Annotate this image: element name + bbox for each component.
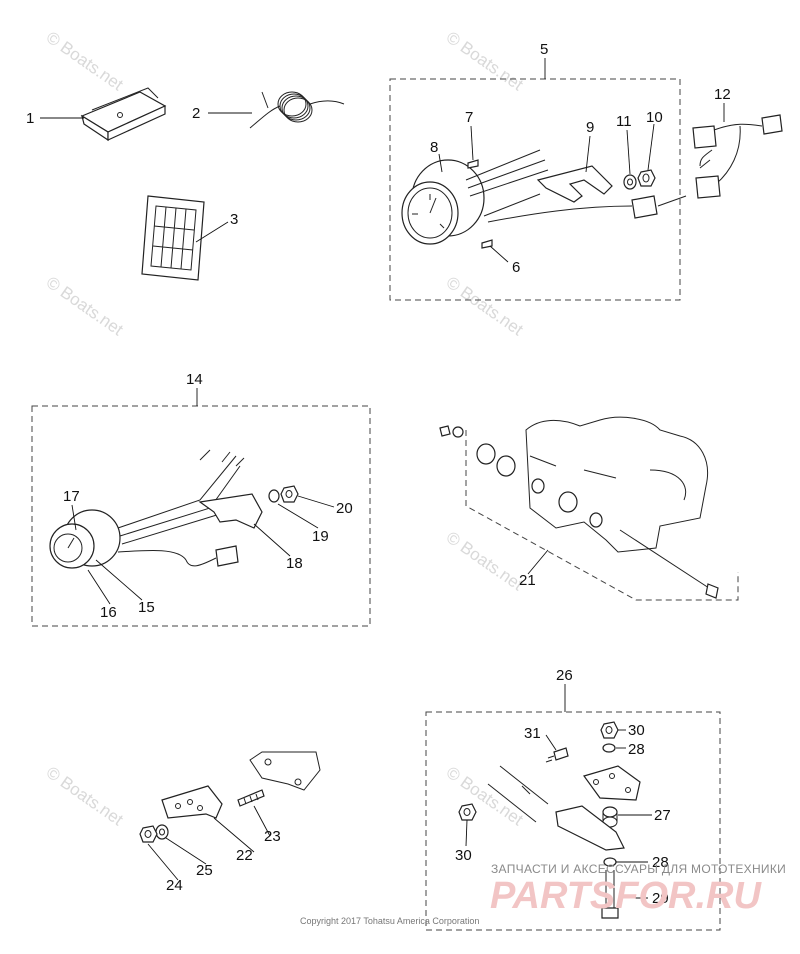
part-9-bracket[interactable] [536,165,613,203]
part-28-washer[interactable] [602,743,616,753]
callout-19[interactable]: 19 [312,528,329,545]
watermark: © Boats.net [43,28,127,95]
callout-16[interactable]: 16 [100,604,117,621]
callout-24[interactable]: 24 [166,877,183,894]
group-14-box [31,405,371,627]
part-19-washer[interactable] [268,489,280,503]
part-25-washer[interactable] [155,824,169,840]
watermark: © Boats.net [443,273,527,340]
watermark: © Boats.net [443,528,527,595]
callout-18[interactable]: 18 [286,555,303,572]
callout-14[interactable]: 14 [186,371,203,388]
callout-21[interactable]: 21 [519,572,536,589]
callout-25[interactable]: 25 [196,862,213,879]
part-7-bulb[interactable] [467,159,479,169]
part-11-washer[interactable] [623,174,637,190]
part-2-spring[interactable] [249,91,345,129]
callout-11[interactable]: 11 [616,113,632,130]
part-21-mount-assembly[interactable] [439,416,739,601]
part-frame-arm [249,751,321,791]
group-5-box [389,78,681,301]
callout-9[interactable]: 9 [586,119,594,136]
leader-lines [40,58,725,899]
callout-17[interactable]: 17 [63,488,80,505]
callout-22[interactable]: 22 [236,847,253,864]
part-6-bulb[interactable] [481,239,493,249]
callout-28-bottom[interactable]: 28 [652,854,669,871]
part-10-nut[interactable] [637,169,656,187]
part-22-bracket[interactable] [161,785,223,819]
part-bracket-plate [583,765,641,801]
part-30-nut[interactable] [600,721,619,739]
callout-2[interactable]: 2 [192,105,200,122]
callout-6[interactable]: 6 [512,259,520,276]
part-17-gauge[interactable] [49,449,245,569]
callout-30-top[interactable]: 30 [628,722,645,739]
part-18-bracket[interactable] [198,493,263,529]
watermark: © Boats.net [443,763,527,830]
callout-23[interactable]: 23 [264,828,281,845]
callout-7[interactable]: 7 [465,109,473,126]
brand-overlay: ЗАПЧАСТИ И АКСЕССУАРЫ ДЛЯ МОТОТЕХНИКИ PA… [490,862,786,917]
part-31-bolt[interactable] [545,747,569,763]
part-1-pouch[interactable] [80,87,167,142]
group-26-box [425,711,721,931]
callout-20[interactable]: 20 [336,500,353,517]
callout-29[interactable]: 29 [652,890,669,907]
callout-28-top[interactable]: 28 [628,741,645,758]
callout-10[interactable]: 10 [646,109,663,126]
callout-31[interactable]: 31 [524,725,541,742]
callout-3[interactable]: 3 [230,211,238,228]
part-23-stud[interactable] [237,789,265,807]
part-20-nut[interactable] [280,485,299,503]
watermark: © Boats.net [43,763,127,830]
part-30-nut-lower[interactable] [458,803,477,821]
watermark: © Boats.net [43,273,127,340]
callout-8[interactable]: 8 [430,139,438,156]
callout-12[interactable]: 12 [714,86,731,103]
callouts: 1 2 3 5 6 7 8 9 11 10 12 14 17 20 19 18 … [26,41,731,907]
part-29-bolt[interactable] [601,870,619,919]
copyright-notice: Copyright 2017 Tohatsu America Corporati… [300,916,479,926]
callout-27[interactable]: 27 [654,807,671,824]
part-5-harness [487,195,687,223]
callout-1[interactable]: 1 [26,110,34,127]
callout-26[interactable]: 26 [556,667,573,684]
brand-tagline: ЗАПЧАСТИ И АКСЕССУАРЫ ДЛЯ МОТОТЕХНИКИ [491,862,786,876]
callout-5[interactable]: 5 [540,41,548,58]
callout-15[interactable]: 15 [138,599,155,616]
part-12-harness[interactable] [692,114,783,199]
callout-30-bottom[interactable]: 30 [455,847,472,864]
brand-logo: PARTSFOR.RU [490,875,762,917]
part-8-tachometer[interactable] [401,149,549,245]
part-3-decal[interactable] [141,195,205,281]
part-24-nut[interactable] [139,825,158,843]
part-link-arm [487,765,625,851]
watermark: © Boats.net [443,28,527,95]
